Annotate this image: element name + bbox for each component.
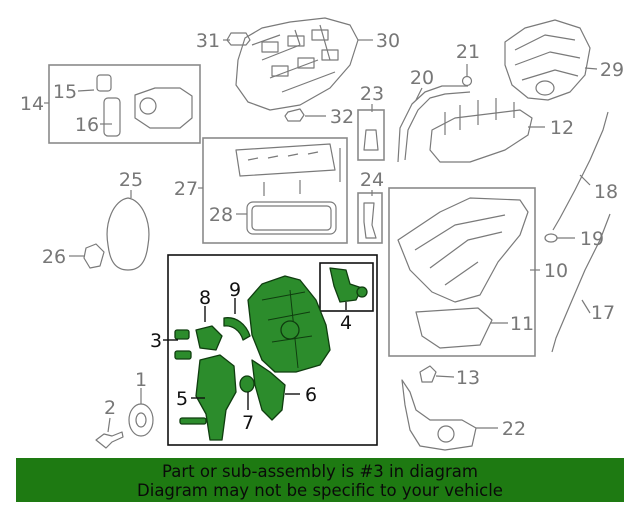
callout-13: 13 <box>456 367 480 389</box>
oil-pan-10 <box>397 197 529 303</box>
callout-32: 32 <box>330 106 354 128</box>
group-box-filters <box>48 64 201 144</box>
group-box-valve-cover <box>202 137 348 244</box>
group-box-item-24 <box>357 192 383 244</box>
seal-21 <box>461 75 473 87</box>
callout-16: 16 <box>75 114 99 136</box>
banner-line-2: Diagram may not be specific to your vehi… <box>137 481 503 500</box>
leader-lines <box>44 39 598 433</box>
dipstick-tube-18 <box>552 111 609 231</box>
callout-9: 9 <box>229 279 241 301</box>
banner-line-1: Part or sub-assembly is #3 in diagram <box>162 462 478 481</box>
oil-pickup-tube-20 <box>397 85 471 163</box>
intake-gasket-32 <box>284 108 305 122</box>
part-13 <box>419 365 437 383</box>
oil-pump-22 <box>401 379 477 451</box>
bolt-2 <box>95 431 124 449</box>
water-pump-5 <box>195 354 237 441</box>
callout-12: 12 <box>550 117 574 139</box>
callout-21: 21 <box>456 41 480 63</box>
callout-25: 25 <box>119 169 143 191</box>
windage-tray-12 <box>429 98 533 163</box>
callout-15: 15 <box>53 81 77 103</box>
callout-17: 17 <box>591 302 615 324</box>
callout-23: 23 <box>360 83 384 105</box>
callout-6: 6 <box>305 384 317 406</box>
dipstick-17 <box>551 213 611 353</box>
oil-filter-parts <box>96 74 193 137</box>
callout-28: 28 <box>209 204 233 226</box>
damper-1-hub <box>135 412 147 428</box>
callout-31: 31 <box>196 30 220 52</box>
group-box-gasket-4 <box>319 262 374 312</box>
callout-8: 8 <box>199 287 211 309</box>
lower-oil-pan-11 <box>415 307 493 349</box>
part-24 <box>363 202 377 239</box>
callout-19: 19 <box>580 228 604 250</box>
info-banner: Part or sub-assembly is #3 in diagram Di… <box>16 458 624 502</box>
callout-14: 14 <box>20 93 44 115</box>
callout-18: 18 <box>594 181 618 203</box>
lower-intake-assembly <box>504 19 591 101</box>
callout-5: 5 <box>176 388 188 410</box>
callout-7: 7 <box>242 412 254 434</box>
timing-cover-highlight <box>174 267 368 441</box>
callout-30: 30 <box>376 30 400 52</box>
callout-22: 22 <box>502 418 526 440</box>
callout-27: 27 <box>174 178 198 200</box>
callout-29: 29 <box>600 59 624 81</box>
callout-3: 3 <box>150 330 162 352</box>
seal-19 <box>544 233 558 243</box>
callout-26: 26 <box>42 246 66 268</box>
group-box-oil-pan <box>388 187 536 357</box>
group-box-item-23 <box>357 109 385 161</box>
callout-1: 1 <box>135 369 147 391</box>
part-23 <box>363 129 379 151</box>
callout-2: 2 <box>104 397 116 419</box>
callout-10: 10 <box>544 260 568 282</box>
damper-1 <box>128 403 154 437</box>
gasket-4-shape <box>329 267 363 303</box>
tensioner-26 <box>83 243 105 269</box>
callout-11: 11 <box>510 313 534 335</box>
intake-gasket-31 <box>226 32 251 46</box>
callout-4: 4 <box>340 312 352 334</box>
drive-belt-25 <box>106 197 150 271</box>
callout-20: 20 <box>410 67 434 89</box>
group-box-timing-cover <box>167 254 378 446</box>
callout-numbers: 1 2 3 4 5 6 7 8 9 10 11 12 13 14 15 16 1… <box>20 30 624 440</box>
upper-intake-manifold <box>235 17 359 111</box>
valve-cover-assembly <box>235 143 341 235</box>
callout-24: 24 <box>360 169 384 191</box>
